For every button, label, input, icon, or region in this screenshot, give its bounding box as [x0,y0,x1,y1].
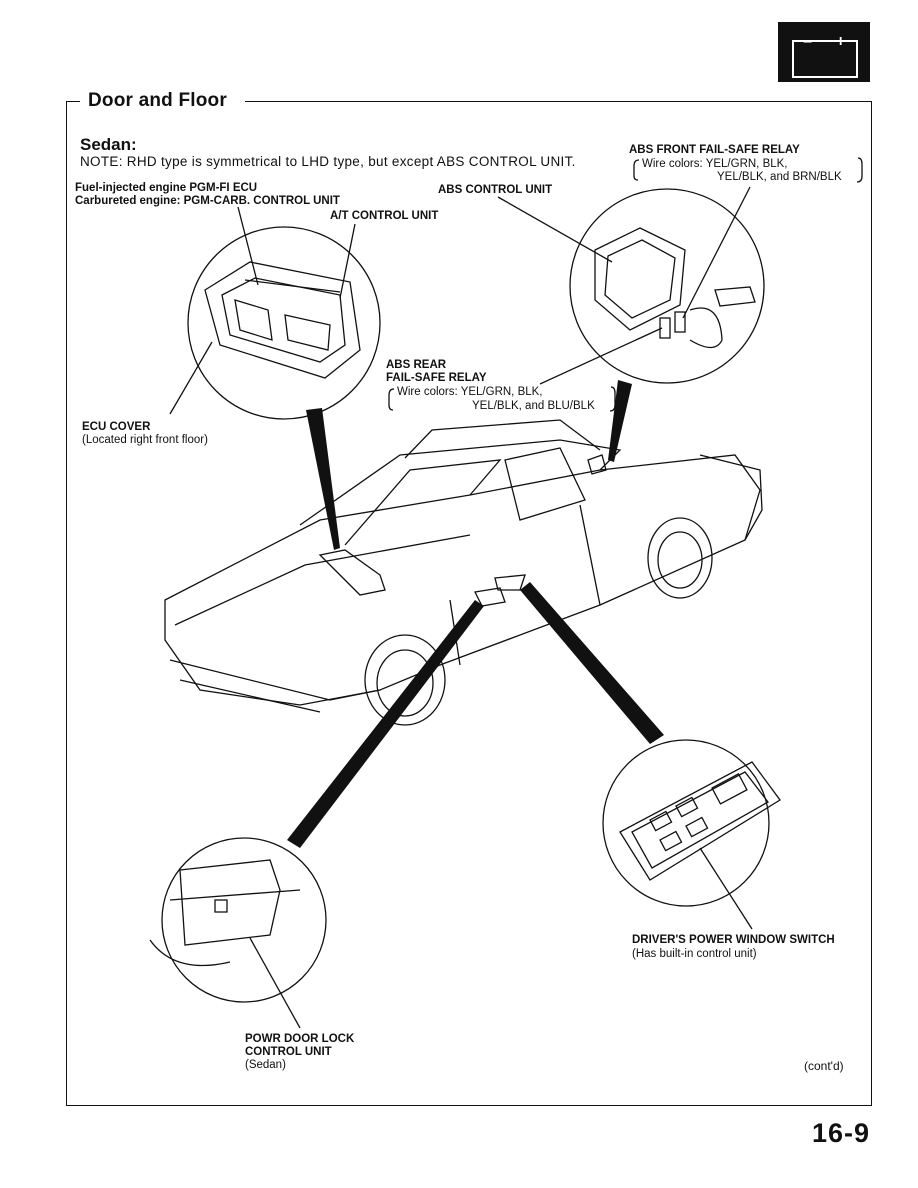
door-lock-label-1: POWR DOOR LOCK [245,1033,355,1045]
abs-front-wire-2: YEL/BLK, and BRN/BLK [717,171,842,183]
ecu-label-2: Carbureted engine: PGM-CARB. CONTROL UNI… [75,195,340,207]
content-frame [66,101,872,1106]
ecu-detail-circle [187,226,381,420]
driver-switch-label: DRIVER'S POWER WINDOW SWITCH [632,934,835,946]
subtitle: Sedan: [80,135,137,154]
note-text: NOTE: RHD type is symmetrical to LHD typ… [80,154,576,169]
battery-plus-icon: + [836,33,846,50]
driver-switch-detail-circle [602,739,770,907]
door-lock-label-2: CONTROL UNIT [245,1046,332,1058]
abs-detail-circle [569,188,765,384]
abs-rear-wire-2: YEL/BLK, and BLU/BLK [472,400,595,412]
abs-rear-relay-label-2: FAIL-SAFE RELAY [386,372,487,384]
ecu-label-1: Fuel-injected engine PGM-FI ECU [75,182,258,194]
driver-switch-note: (Has built-in control unit) [632,948,757,960]
ecu-cover-label: ECU COVER [82,421,151,433]
abs-rear-relay-label-1: ABS REAR [386,359,447,371]
battery-icon-body [792,40,858,78]
abs-control-label: ABS CONTROL UNIT [438,184,553,196]
abs-front-relay-label: ABS FRONT FAIL-SAFE RELAY [629,144,800,156]
at-control-label: A/T CONTROL UNIT [330,210,439,222]
abs-rear-wire-1: Wire colors: YEL/GRN, BLK, [397,386,543,398]
battery-minus-icon: − [803,34,813,51]
continued-note: (cont'd) [804,1059,844,1073]
abs-front-wire-1: Wire colors: YEL/GRN, BLK, [642,158,788,170]
section-title: Door and Floor [88,90,227,111]
page-number: 16-9 [811,1118,870,1148]
frame-top-left [66,101,80,102]
door-lock-detail-circle [161,837,327,1003]
ecu-cover-note: (Located right front floor) [82,434,208,446]
door-lock-note: (Sedan) [245,1059,286,1071]
frame-top-right [245,101,871,102]
